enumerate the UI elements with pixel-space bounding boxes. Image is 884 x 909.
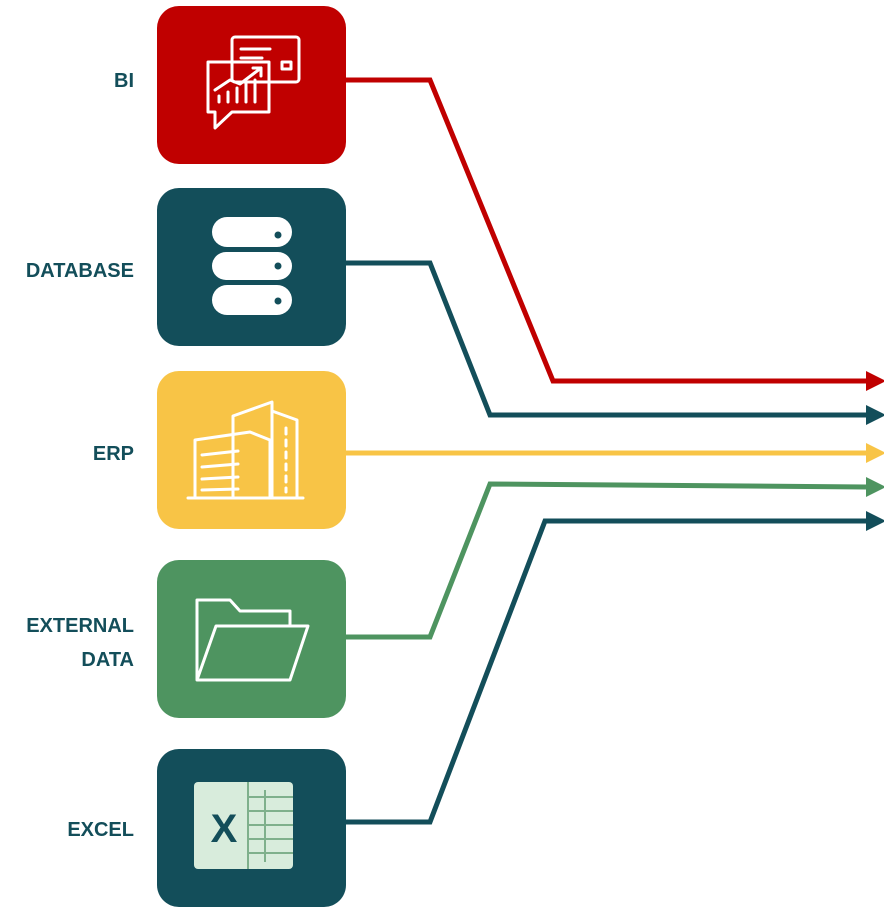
excel-icon: X	[194, 782, 293, 869]
erp-label: ERP	[93, 443, 134, 465]
flow-lines	[346, 77, 884, 825]
external-data-label-line-2: DATA	[81, 649, 134, 671]
bi-flow-line	[346, 77, 866, 384]
bi-flow-arrowhead	[866, 371, 884, 391]
excel-label: EXCEL	[67, 819, 134, 841]
database-icon	[212, 217, 292, 315]
database-flow-line	[346, 260, 866, 418]
external-data-label-line-1: EXTERNAL	[26, 615, 134, 637]
bi-tile	[157, 6, 346, 164]
database-label: DATABASE	[26, 260, 134, 282]
erp-tile	[157, 371, 346, 529]
external-data-tile	[157, 560, 346, 718]
excel-icon-letter: X	[211, 807, 238, 851]
bi-label: BI	[114, 70, 134, 92]
external-data-flow-line	[346, 481, 867, 640]
excel-flow-arrowhead	[866, 511, 884, 531]
source-external-data: EXTERNAL DATA	[26, 560, 346, 718]
source-excel: X EXCEL	[67, 749, 346, 907]
folder-icon	[195, 598, 310, 682]
analytics-chart-icon	[206, 35, 301, 130]
erp-flow-arrowhead	[866, 443, 884, 463]
external-data-flow-arrowhead	[866, 477, 884, 497]
source-erp: ERP	[93, 371, 346, 529]
database-flow-arrowhead	[866, 405, 884, 425]
source-bi: BI	[114, 6, 346, 164]
excel-flow-line	[346, 518, 866, 825]
office-building-icon	[186, 400, 305, 500]
source-database: DATABASE	[26, 188, 346, 346]
